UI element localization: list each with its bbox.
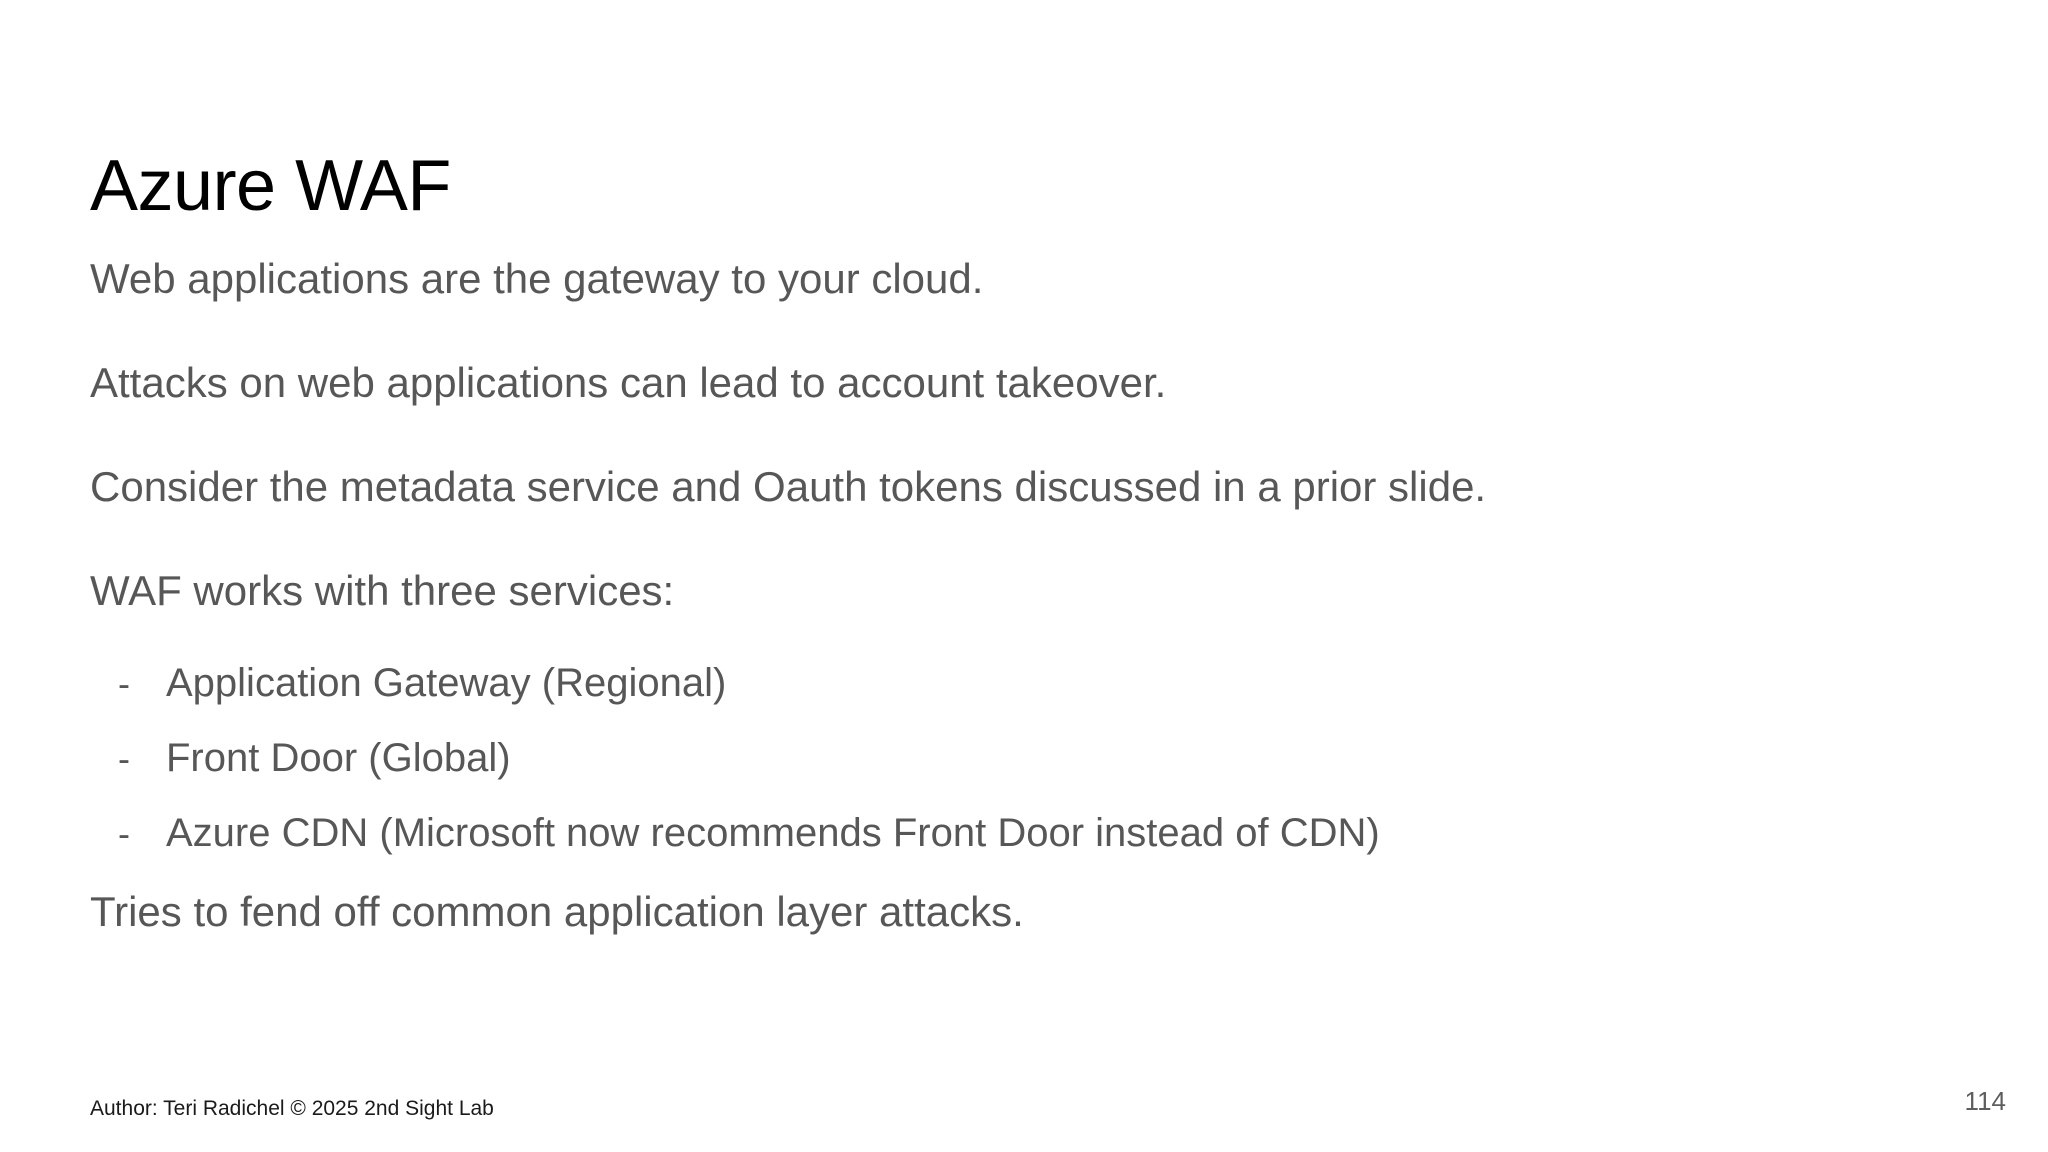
services-list: - Application Gateway (Regional) - Front… — [90, 661, 1970, 855]
list-item: - Application Gateway (Regional) — [90, 661, 1970, 706]
list-item: - Azure CDN (Microsoft now recommends Fr… — [90, 811, 1970, 856]
bullet-dash-icon: - — [118, 737, 130, 779]
bullet-dash-icon: - — [118, 663, 130, 705]
list-item-label: Front Door (Global) — [166, 735, 511, 780]
slide-page-number: 114 — [1964, 1086, 2006, 1116]
closing-paragraph: Tries to fend off common application lay… — [90, 887, 1024, 935]
list-lead-in: WAF works with three services: — [90, 567, 675, 615]
footer-author-credit: Author: Teri Radichel © 2025 2nd Sight L… — [90, 1097, 494, 1120]
body-paragraph-2: Attacks on web applications can lead to … — [90, 359, 1167, 407]
page-title: Azure WAF — [90, 146, 451, 227]
body-paragraph-3: Consider the metadata service and Oauth … — [90, 463, 1487, 511]
list-item: - Front Door (Global) — [90, 736, 1970, 781]
body-paragraph-1: Web applications are the gateway to your… — [90, 255, 984, 302]
slide-body: Web applications are the gateway to your… — [90, 255, 1970, 935]
list-item-label: Application Gateway (Regional) — [166, 661, 727, 706]
bullet-dash-icon: - — [118, 812, 130, 854]
list-item-label: Azure CDN (Microsoft now recommends Fron… — [166, 810, 1380, 855]
